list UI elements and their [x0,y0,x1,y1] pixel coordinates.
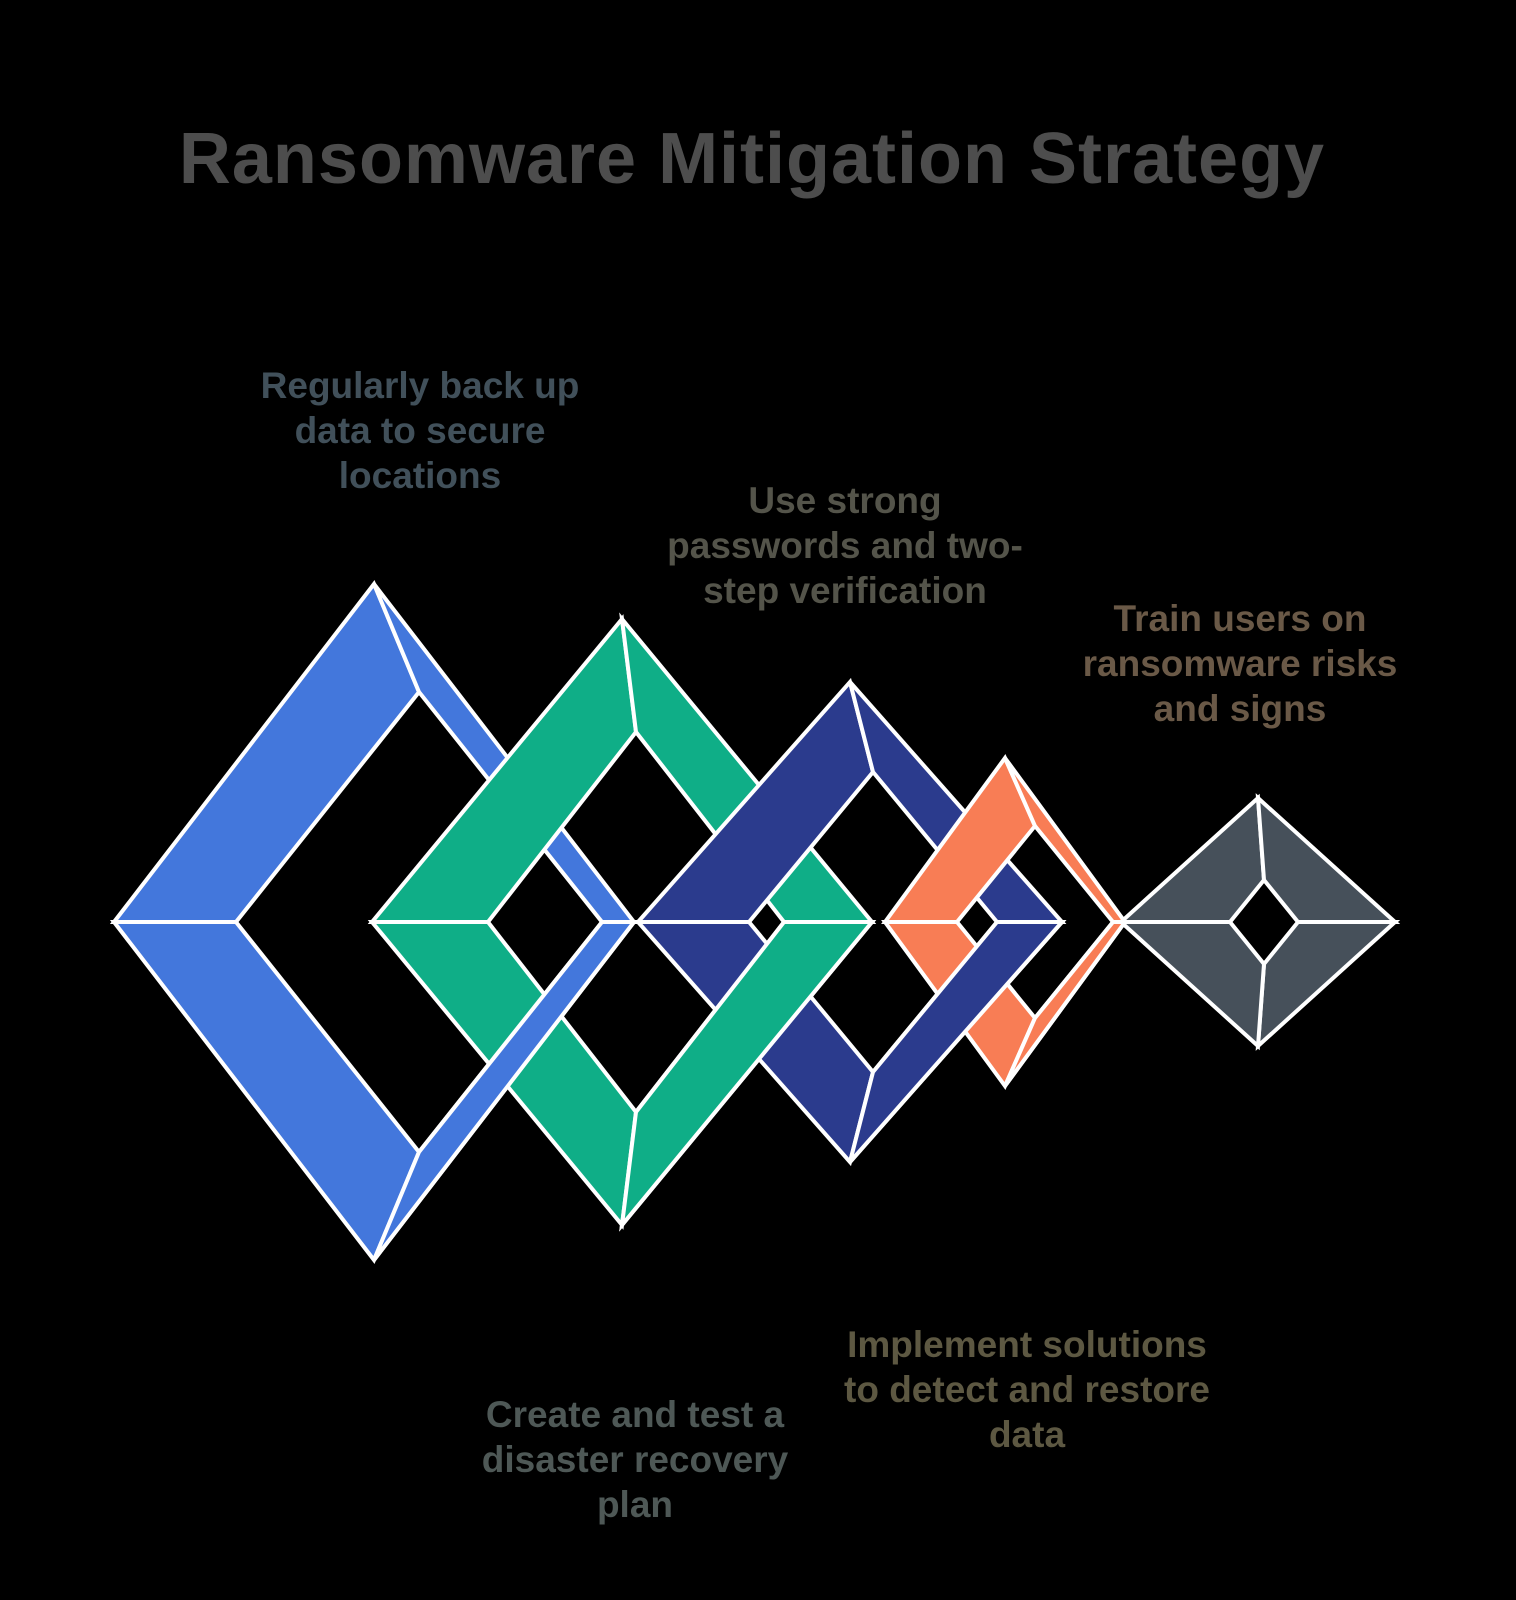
step-label-line: Implement solutions [847,1324,1207,1365]
step-label-backup: Regularly back up data to secure locatio… [261,363,580,498]
chain-link-training-face-nw [1115,793,1267,924]
chain-link-training-face-sw [1115,920,1267,1051]
step-label-line: disaster recovery [481,1439,789,1480]
step-label-line: data [988,1414,1066,1455]
step-label-line: Use strong [748,480,942,521]
step-label-training: Train users on ransomware risks and sign… [1083,596,1398,731]
chain-link-backup-weave-patch [372,920,639,1262]
chain-link-training-face-ne [1255,793,1401,924]
step-label-line: plan [596,1484,674,1525]
step-label-line: step verification [703,570,987,611]
chain-link-recovery-plan-weave-patch [619,920,877,1232]
step-label-line: Regularly back up [260,365,580,406]
chain-link-training [1115,793,1401,1051]
chain-link-backup-face-sw [109,920,422,1264]
step-label-line: to detect and restore [844,1369,1210,1410]
chain-link-backup-face-nw [109,580,422,924]
chain-link-detection-weave-patch [1003,920,1129,1088]
chain-link-passwords-weave-patch [848,920,1067,1164]
step-label-line: and signs [1153,688,1327,729]
step-label-detection: Implement solutions to detect and restor… [844,1322,1210,1457]
step-label-recovery: Create and test a disaster recovery plan [482,1392,788,1527]
page-title: Ransomware Mitigation Strategy [178,119,1326,199]
step-label-line: locations [338,455,502,496]
step-label-passwords: Use strong passwords and two- step verif… [667,478,1023,613]
step-label-line: ransomware risks [1082,643,1398,684]
step-label-line: data to secure [294,410,546,451]
step-label-line: Train users on [1113,598,1367,639]
chain-link-training-face-se [1255,920,1401,1051]
step-label-line: Create and test a [485,1394,785,1435]
step-label-line: passwords and two- [667,525,1023,566]
